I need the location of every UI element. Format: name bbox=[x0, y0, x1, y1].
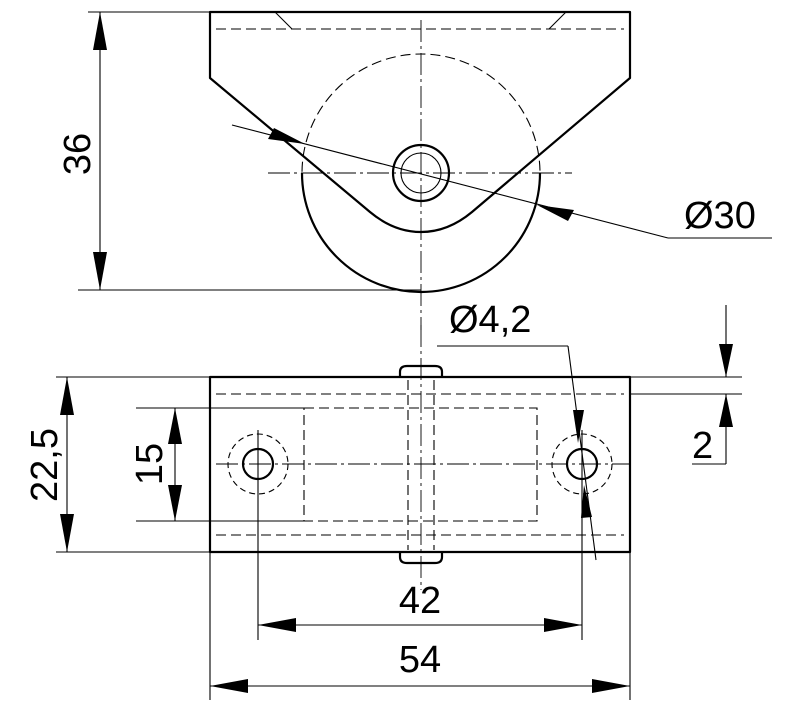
plate-length-label: 54 bbox=[399, 639, 441, 681]
wheel-diameter-arrow-bottom bbox=[537, 205, 574, 221]
height-arrow-top bbox=[93, 12, 107, 50]
hole-diameter-arrow-bottom bbox=[581, 485, 592, 518]
bracket-outline bbox=[208, 10, 632, 234]
inner-width-label: 15 bbox=[129, 443, 171, 485]
height-arrow-bottom bbox=[93, 252, 107, 290]
thickness-arrow-bottom bbox=[719, 394, 733, 427]
plate-length-arrow-left bbox=[210, 679, 248, 693]
plate-width-label: 22,5 bbox=[24, 428, 66, 502]
thickness-arrow-top bbox=[719, 344, 733, 377]
hole-spacing-arrow-left bbox=[258, 618, 296, 632]
wheel-hidden-rect bbox=[303, 407, 538, 522]
axle-inner-circle bbox=[400, 152, 442, 194]
plate-width-arrow-top bbox=[60, 377, 74, 415]
mounting-plate-outline bbox=[208, 375, 632, 554]
wheel-diameter-arrow-top bbox=[268, 128, 305, 144]
top-view: Ø4,2 2 22,5 15 42 bbox=[24, 299, 742, 700]
thickness-label: 2 bbox=[692, 425, 713, 467]
bracket-chamfer-left bbox=[274, 11, 293, 30]
hole-spacing-label: 42 bbox=[399, 580, 441, 622]
hole-spacing-arrow-right bbox=[544, 618, 582, 632]
bracket-chamfer-right bbox=[548, 11, 567, 30]
hole-diameter-leader bbox=[567, 345, 597, 561]
plate-width-arrow-bottom bbox=[60, 514, 74, 552]
inner-width-arrow-bottom bbox=[168, 485, 182, 521]
inner-width-arrow-top bbox=[168, 408, 182, 444]
hole-diameter-arrow-top bbox=[573, 410, 584, 443]
plate-length-arrow-right bbox=[592, 679, 630, 693]
wheel-visible-arc bbox=[300, 172, 542, 294]
front-view: Ø30 36 bbox=[57, 10, 772, 330]
height-label: 36 bbox=[57, 133, 99, 175]
wheel-diameter-label: Ø30 bbox=[684, 195, 756, 237]
hole-diameter-label: Ø4,2 bbox=[449, 299, 531, 341]
axle-outer-circle bbox=[391, 143, 451, 203]
